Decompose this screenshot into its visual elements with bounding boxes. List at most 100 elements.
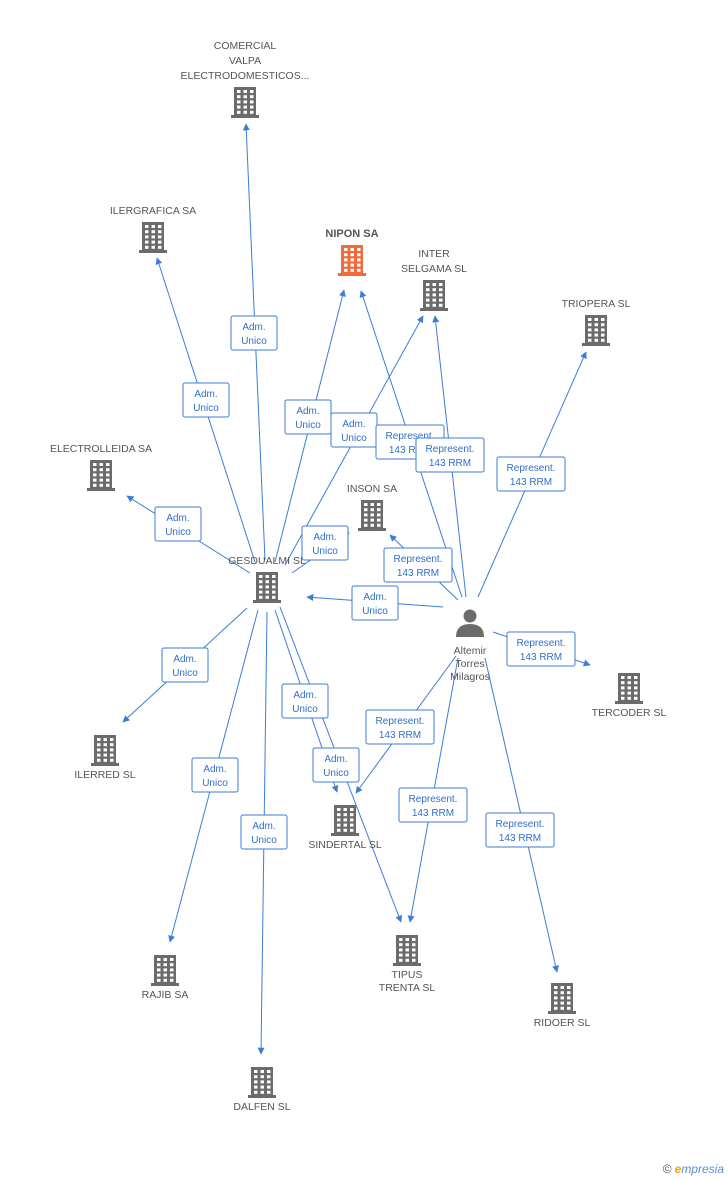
- node-dalfen[interactable]: DALFEN SL: [233, 1067, 291, 1113]
- node-label: ILERRED SL: [74, 769, 135, 781]
- edge-label-box: [365, 709, 435, 745]
- node-label: ELECTROLLEIDA SA: [50, 443, 152, 455]
- edge-label-text: 143 RRM: [389, 445, 431, 456]
- edge-label-text: 143 RRM: [379, 730, 421, 741]
- edge-label-text: Represent.: [426, 444, 475, 455]
- edge-label-text: Unico: [241, 336, 267, 347]
- node-label: NIPON SA: [325, 228, 378, 240]
- node-ridoer[interactable]: RIDOER SL: [534, 983, 591, 1029]
- node-label: TRENTA SL: [379, 982, 436, 994]
- edge-label-text: Adm.: [293, 690, 316, 701]
- node-label: RAJIB SA: [142, 989, 189, 1001]
- building-icon: [248, 1067, 276, 1098]
- edge-label-text: Represent.: [507, 463, 556, 474]
- edge-label-text: Represent.: [376, 716, 425, 727]
- node-label: DALFEN SL: [233, 1101, 290, 1113]
- edge-label-altemir-to-tercoder[interactable]: Represent.143 RRM: [506, 631, 576, 667]
- edge-label-gesdualmi-to-sindertal[interactable]: Adm. Unico: [281, 683, 329, 719]
- node-inson[interactable]: INSON SA: [347, 483, 397, 531]
- edge-label-text: Unico: [341, 433, 367, 444]
- edge-label-text: Adm.: [324, 754, 347, 765]
- node-gesdualmi[interactable]: GESDUALMI SL: [228, 555, 306, 603]
- edge-label-box: [154, 506, 202, 542]
- node-label: VALPA: [229, 55, 261, 67]
- edge-label-altemir-to-ridoer[interactable]: Represent. 143 RRM: [485, 812, 555, 848]
- edge-label-box: [312, 747, 360, 783]
- node-label: INSON SA: [347, 483, 397, 495]
- node-label: ILERGRAFICA SA: [110, 205, 196, 217]
- edge-label-text: Unico: [295, 420, 321, 431]
- node-ilerred[interactable]: ILERRED SL: [74, 735, 136, 781]
- building-icon: [253, 572, 281, 603]
- node-label: TRIOPERA SL: [562, 298, 631, 310]
- edge-label-text: Adm.: [363, 592, 386, 603]
- node-ilergrafica[interactable]: ILERGRAFICA SA: [110, 205, 196, 253]
- edge-label-box: [506, 631, 576, 667]
- edge-label-altemir-to-tipus[interactable]: Represent.143 RRM: [398, 787, 468, 823]
- edge-label-text: Adm.: [342, 419, 365, 430]
- building-icon: [87, 460, 115, 491]
- building-icon: [615, 673, 643, 704]
- node-label: SELGAMA SL: [401, 263, 467, 275]
- copyright-symbol: ©: [662, 1162, 672, 1176]
- edge-label-text: Represent.: [394, 554, 443, 565]
- edge-label-altemir-to-inson[interactable]: Represent.143 RRM: [383, 547, 453, 583]
- building-icon: [420, 280, 448, 311]
- edge-label-gesdualmi-to-tipus[interactable]: Adm.Unico: [312, 747, 360, 783]
- edge-label-text: Represent.: [409, 794, 458, 805]
- node-comercial[interactable]: COMERCIALVALPAELECTRODOMESTICOS...: [181, 40, 310, 118]
- node-electrolleida[interactable]: ELECTROLLEIDA SA: [50, 443, 152, 491]
- edge-label-gesdualmi-to-rajib[interactable]: Adm.Unico: [191, 757, 239, 793]
- building-icon: [331, 805, 359, 836]
- node-sindertal[interactable]: SINDERTAL SL: [308, 805, 382, 851]
- edge-label-gesdualmi-to-ilerred[interactable]: Adm.Unico: [161, 647, 209, 683]
- edge-label-box: [182, 382, 230, 418]
- nodes-layer: COMERCIALVALPAELECTRODOMESTICOS...ILERGR…: [50, 40, 667, 1113]
- building-icon: [91, 735, 119, 766]
- edge-label-text: Adm.: [313, 532, 336, 543]
- building-icon: [139, 222, 167, 253]
- edge-label-altemir-to-triopera[interactable]: Represent.143 RRM: [496, 456, 566, 492]
- node-label: SINDERTAL SL: [308, 839, 381, 851]
- edge-label-text: Adm.: [242, 322, 265, 333]
- edge-label-box: [415, 437, 485, 473]
- edge-label-text: 143 RRM: [499, 833, 541, 844]
- edge-label-gesdualmi-to-electrolleida[interactable]: Adm.Unico: [154, 506, 202, 542]
- edge-label-gesdualmi-to-ilergrafica[interactable]: Adm.Unico: [182, 382, 230, 418]
- node-triopera[interactable]: TRIOPERA SL: [562, 298, 631, 346]
- edge-label-text: Represent.: [517, 638, 566, 649]
- edge-label-text: Adm.: [252, 821, 275, 832]
- edge-label-gesdualmi-to-dalfen[interactable]: Adm. Unico: [240, 814, 288, 850]
- edge-label-text: Adm.: [296, 406, 319, 417]
- node-rajib[interactable]: RAJIB SA: [142, 955, 189, 1001]
- edge-label-box: [351, 585, 399, 621]
- node-label: COMERCIAL: [214, 40, 277, 52]
- node-label: Altemir: [454, 645, 487, 657]
- edge-label-text: Represent.: [496, 819, 545, 830]
- edge-label-gesdualmi-to-inter[interactable]: Adm. Unico: [330, 412, 378, 448]
- edge-label-box: [485, 812, 555, 848]
- edge-label-text: Unico: [312, 546, 338, 557]
- node-nipon[interactable]: NIPON SA: [325, 228, 379, 276]
- edge-label-altemir-to-sindertal[interactable]: Represent. 143 RRM: [365, 709, 435, 745]
- edge-label-gesdualmi-to-comercial[interactable]: Adm. Unico: [230, 315, 278, 351]
- edge-label-text: Unico: [165, 527, 191, 538]
- edge-label-text: Represent.: [386, 431, 435, 442]
- edge-label-text: Unico: [251, 835, 277, 846]
- edge-label-gesdualmi-to-inson[interactable]: Adm. Unico: [301, 525, 349, 561]
- edge-label-altemir-to-inter[interactable]: Represent.143 RRM: [415, 437, 485, 473]
- building-icon: [151, 955, 179, 986]
- footer-brand[interactable]: ©empresia: [663, 1162, 724, 1176]
- edge-label-altemir-to-gesdualmi[interactable]: Adm. Unico: [351, 585, 399, 621]
- node-tercoder[interactable]: TERCODER SL: [592, 673, 667, 719]
- edge-label-text: Unico: [292, 704, 318, 715]
- edge-label-gesdualmi-to-nipon[interactable]: Adm. Unico: [284, 399, 332, 435]
- edge-label-text: Unico: [202, 778, 228, 789]
- node-label: RIDOER SL: [534, 1017, 591, 1029]
- building-icon: [393, 935, 421, 966]
- node-label: TIPUS: [392, 969, 423, 981]
- edge-label-text: Unico: [362, 606, 388, 617]
